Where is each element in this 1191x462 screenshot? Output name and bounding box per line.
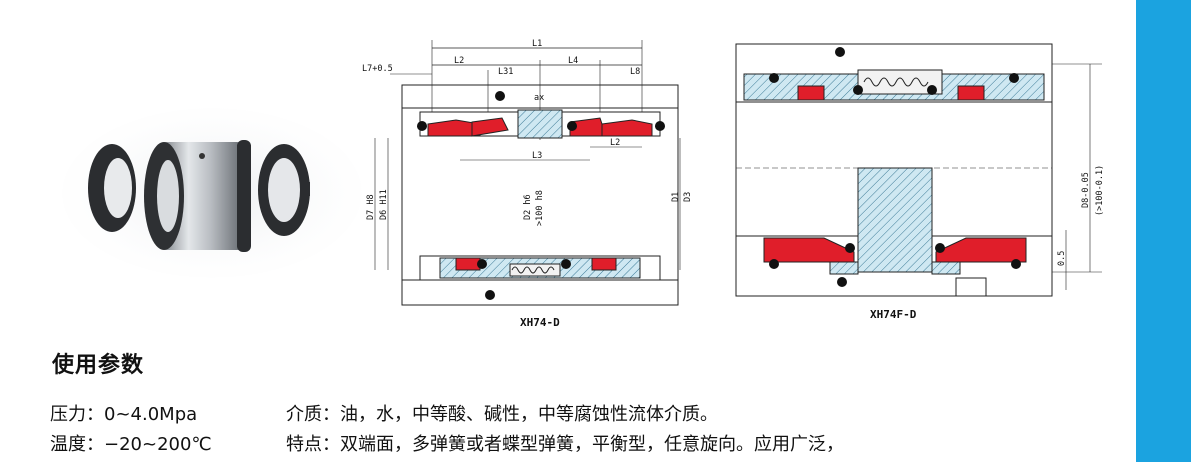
dim-l2: L2 [454,56,464,66]
medium-text: 介质：油，水，中等酸、碱性，中等腐蚀性流体介质。 [286,404,718,425]
dim-l7: L7+0.5 [362,64,393,74]
pressure-text: 压力：0~4.0Mpa [50,404,198,425]
temperature-text: 温度：−20~200℃ [50,434,212,455]
dim-l1: L1 [532,39,542,49]
dim-d3: D3 [683,192,690,202]
dim-d7: D7 H8 [366,194,376,220]
dim-l4: L4 [568,56,578,66]
dim-l3: L3 [532,151,542,161]
features-text: 特点：双端面，多弹簧或者蝶型弹簧，平衡型，任意旋向。应用广泛， [286,434,844,455]
xh74-d-label: XH74-D [520,316,560,329]
xh74-d-drawing: L1 L2 L31 L4 L8 L7+0.5 ax L3 L2 D7 H8 D6… [362,39,690,329]
dim-d2b: >100 h8 [535,190,545,226]
seal-product-photo [62,108,362,278]
dim-d8b: (>100-0.1) [1095,165,1105,216]
dim-gap: 0.5 [1057,251,1067,266]
param-row-1: 压力：0~4.0Mpa 介质：油，水，中等酸、碱性，中等腐蚀性流体介质。 [50,400,718,426]
xh74f-d-drawing: D8-0.05 (>100-0.1) 0.5 XH74F-D [735,43,1105,321]
param-row-2: 温度：−20~200℃ 特点：双端面，多弹簧或者蝶型弹簧，平衡型，任意旋向。应用广… [50,430,844,456]
section-title: 使用参数 [52,353,145,378]
dim-d2: D2 h6 [523,194,533,220]
blue-side-strip [1136,0,1191,462]
dim-l8: L8 [630,67,640,77]
dim-d8: D8-0.05 [1081,172,1091,208]
dim-d1: D1 [671,192,681,202]
dim-d6: D6 H11 [379,189,389,220]
dim-l2b: L2 [610,138,620,148]
xh74f-d-label: XH74F-D [870,308,917,321]
dim-l31: L31 [498,67,513,77]
dim-ax: ax [534,93,544,103]
